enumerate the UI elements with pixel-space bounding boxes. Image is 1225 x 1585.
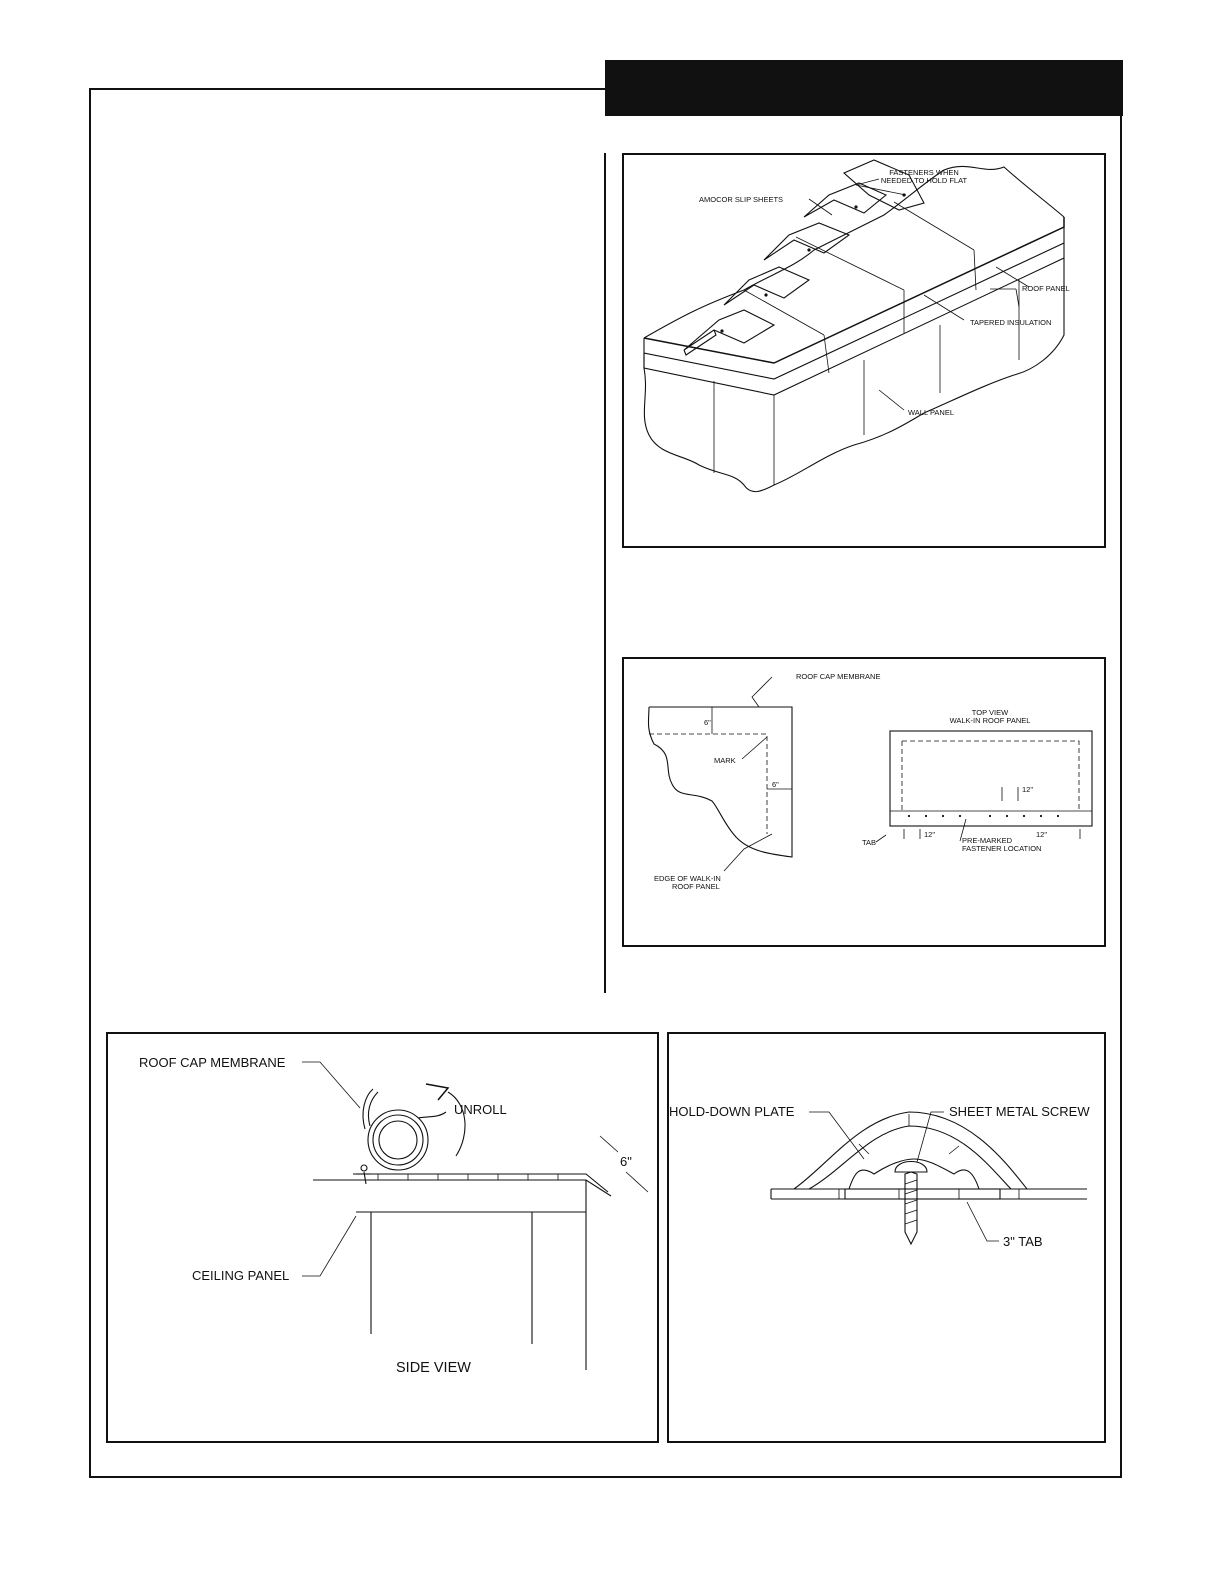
label-top-view-1: TOP VIEW xyxy=(972,708,1009,717)
label-spacing-upper: 12" xyxy=(1022,785,1033,794)
label-roof-cap-membrane-top: ROOF CAP MEMBRANE xyxy=(796,672,880,681)
label-unroll: UNROLL xyxy=(454,1102,507,1117)
column-divider xyxy=(604,153,606,993)
hold-down-plate-drawing: HOLD-DOWN PLATE SHEET METAL SCREW 3" TAB xyxy=(669,1104,1090,1249)
side-view-drawing: 6" ROOF CAP MEMBRANE UNROLL CEILING PANE… xyxy=(139,1055,649,1376)
label-wall-panel: WALL PANEL xyxy=(908,408,954,417)
label-roof-cap-membrane: ROOF CAP MEMBRANE xyxy=(139,1055,286,1070)
label-top-view-2: WALK-IN ROOF PANEL xyxy=(950,716,1031,725)
label-tapered-insulation: TAPERED INSULATION xyxy=(970,318,1051,327)
label-premarked-2: FASTENER LOCATION xyxy=(962,844,1041,853)
label-side-dim: 6" xyxy=(620,1154,632,1169)
isometric-roof-drawing: FASTENERS WHEN NEEDED TO HOLD FLAT AMOCO… xyxy=(643,159,1070,493)
label-premarked-1: PRE-MARKED xyxy=(962,836,1013,845)
slip-sheets xyxy=(683,159,925,356)
label-spacing-right: 12" xyxy=(1036,830,1047,839)
label-mark: MARK xyxy=(714,756,736,765)
membrane-roll xyxy=(362,1088,447,1171)
fastener-markers xyxy=(907,814,1060,818)
label-dim-side: 6" xyxy=(772,780,779,789)
label-fasteners-1: FASTENERS WHEN xyxy=(889,168,959,177)
membrane-and-top-view-diagram: ROOF CAP MEMBRANE 6" 6" MARK EDGE OF WAL… xyxy=(622,657,1106,947)
label-sheet-metal-screw: SHEET METAL SCREW xyxy=(949,1104,1090,1119)
label-hold-down-plate: HOLD-DOWN PLATE xyxy=(669,1104,795,1119)
label-dim-top: 6" xyxy=(704,718,711,727)
header-bar xyxy=(605,60,1123,116)
label-ceiling-panel: CEILING PANEL xyxy=(192,1268,289,1283)
label-fasteners-2: NEEDED TO HOLD FLAT xyxy=(881,176,968,185)
label-edge-2: ROOF PANEL xyxy=(672,882,720,891)
hold-down-plate-diagram: HOLD-DOWN PLATE SHEET METAL SCREW 3" TAB xyxy=(667,1032,1106,1443)
label-side-view: SIDE VIEW xyxy=(396,1360,471,1376)
isometric-roof-diagram: FASTENERS WHEN NEEDED TO HOLD FLAT AMOCO… xyxy=(622,153,1106,548)
membrane-top-view-drawing: ROOF CAP MEMBRANE 6" 6" MARK EDGE OF WAL… xyxy=(647,672,1093,891)
label-tab: TAB xyxy=(862,838,876,847)
label-edge-1: EDGE OF WALK-IN xyxy=(654,874,721,883)
side-view-diagram: 6" ROOF CAP MEMBRANE UNROLL CEILING PANE… xyxy=(106,1032,659,1443)
label-slip-sheets: AMOCOR SLIP SHEETS xyxy=(699,195,783,204)
label-roof-panel: ROOF PANEL xyxy=(1022,284,1070,293)
label-spacing-left: 12" xyxy=(924,830,935,839)
label-3in-tab: 3" TAB xyxy=(1003,1234,1043,1249)
